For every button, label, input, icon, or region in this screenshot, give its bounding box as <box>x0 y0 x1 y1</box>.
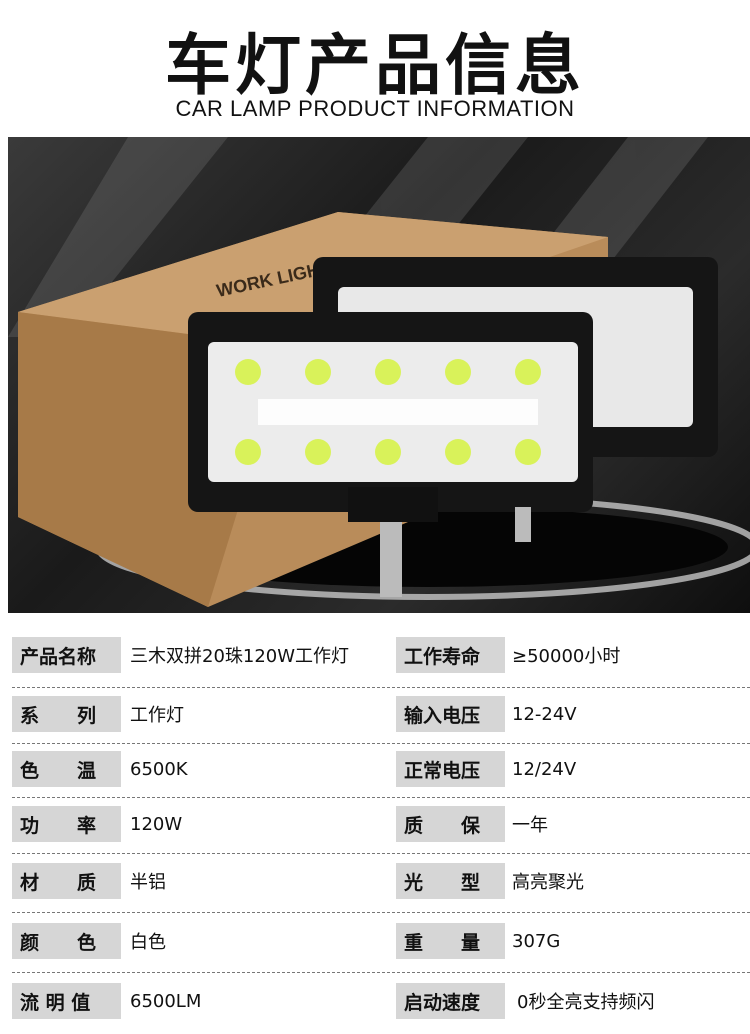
spec-value: 高亮聚光 <box>512 872 584 893</box>
divider <box>12 687 750 688</box>
spec-label: 工作寿命 <box>396 637 505 673</box>
divider <box>12 912 750 913</box>
spec-row: 功 率 120W 质 保 一年 <box>12 806 750 842</box>
spec-label: 正常电压 <box>396 751 505 787</box>
spec-label: 材 质 <box>12 863 121 899</box>
spec-value: ≥50000小时 <box>512 646 621 667</box>
spec-value: 0秒全亮支持频闪 <box>517 992 655 1013</box>
spec-value: 307G <box>512 930 561 952</box>
spec-label: 产品名称 <box>12 637 121 673</box>
spec-value: 半铝 <box>130 872 166 893</box>
spec-row: 材 质 半铝 光 型 高亮聚光 <box>12 863 750 899</box>
spec-label: 重 量 <box>396 923 505 959</box>
spec-row: 颜 色 白色 重 量 307G <box>12 923 750 959</box>
page-subtitle: CAR LAMP PRODUCT INFORMATION <box>175 96 575 121</box>
spec-value: 白色 <box>130 932 166 953</box>
page-title: 车灯产品信息 <box>165 27 585 104</box>
spec-label: 流 明 值 <box>12 983 121 1019</box>
spec-row: 系 列 工作灯 输入电压 12-24V <box>12 696 750 732</box>
spec-row: 产品名称 三木双拼20珠120W工作灯 工作寿命 ≥50000小时 <box>12 637 750 673</box>
spec-value: 6500K <box>130 758 188 780</box>
divider <box>12 972 750 973</box>
divider <box>12 853 750 854</box>
spec-label: 质 保 <box>396 806 505 842</box>
spec-row: 流 明 值 6500LM 启动速度 0秒全亮支持频闪 <box>12 983 750 1019</box>
spec-value: 工作灯 <box>130 705 184 726</box>
spec-value: 12/24V <box>512 758 577 780</box>
spec-value: 12-24V <box>512 703 577 725</box>
spec-label: 输入电压 <box>396 696 505 732</box>
spec-label: 色 温 <box>12 751 121 787</box>
spec-value: 三木双拼20珠120W工作灯 <box>130 646 350 667</box>
spec-value: 120W <box>130 813 183 835</box>
spec-label: 功 率 <box>12 806 121 842</box>
mount-bolt <box>380 522 402 597</box>
product-photo: WORK LIGHT <box>8 137 750 613</box>
spec-value: 一年 <box>512 815 548 836</box>
spec-label: 系 列 <box>12 696 121 732</box>
spec-row: 色 温 6500K 正常电压 12/24V <box>12 751 750 787</box>
spec-label: 光 型 <box>396 863 505 899</box>
divider <box>12 743 750 744</box>
spec-value: 6500LM <box>130 990 202 1012</box>
spec-label: 颜 色 <box>12 923 121 959</box>
spec-label: 启动速度 <box>396 983 505 1019</box>
divider <box>12 797 750 798</box>
